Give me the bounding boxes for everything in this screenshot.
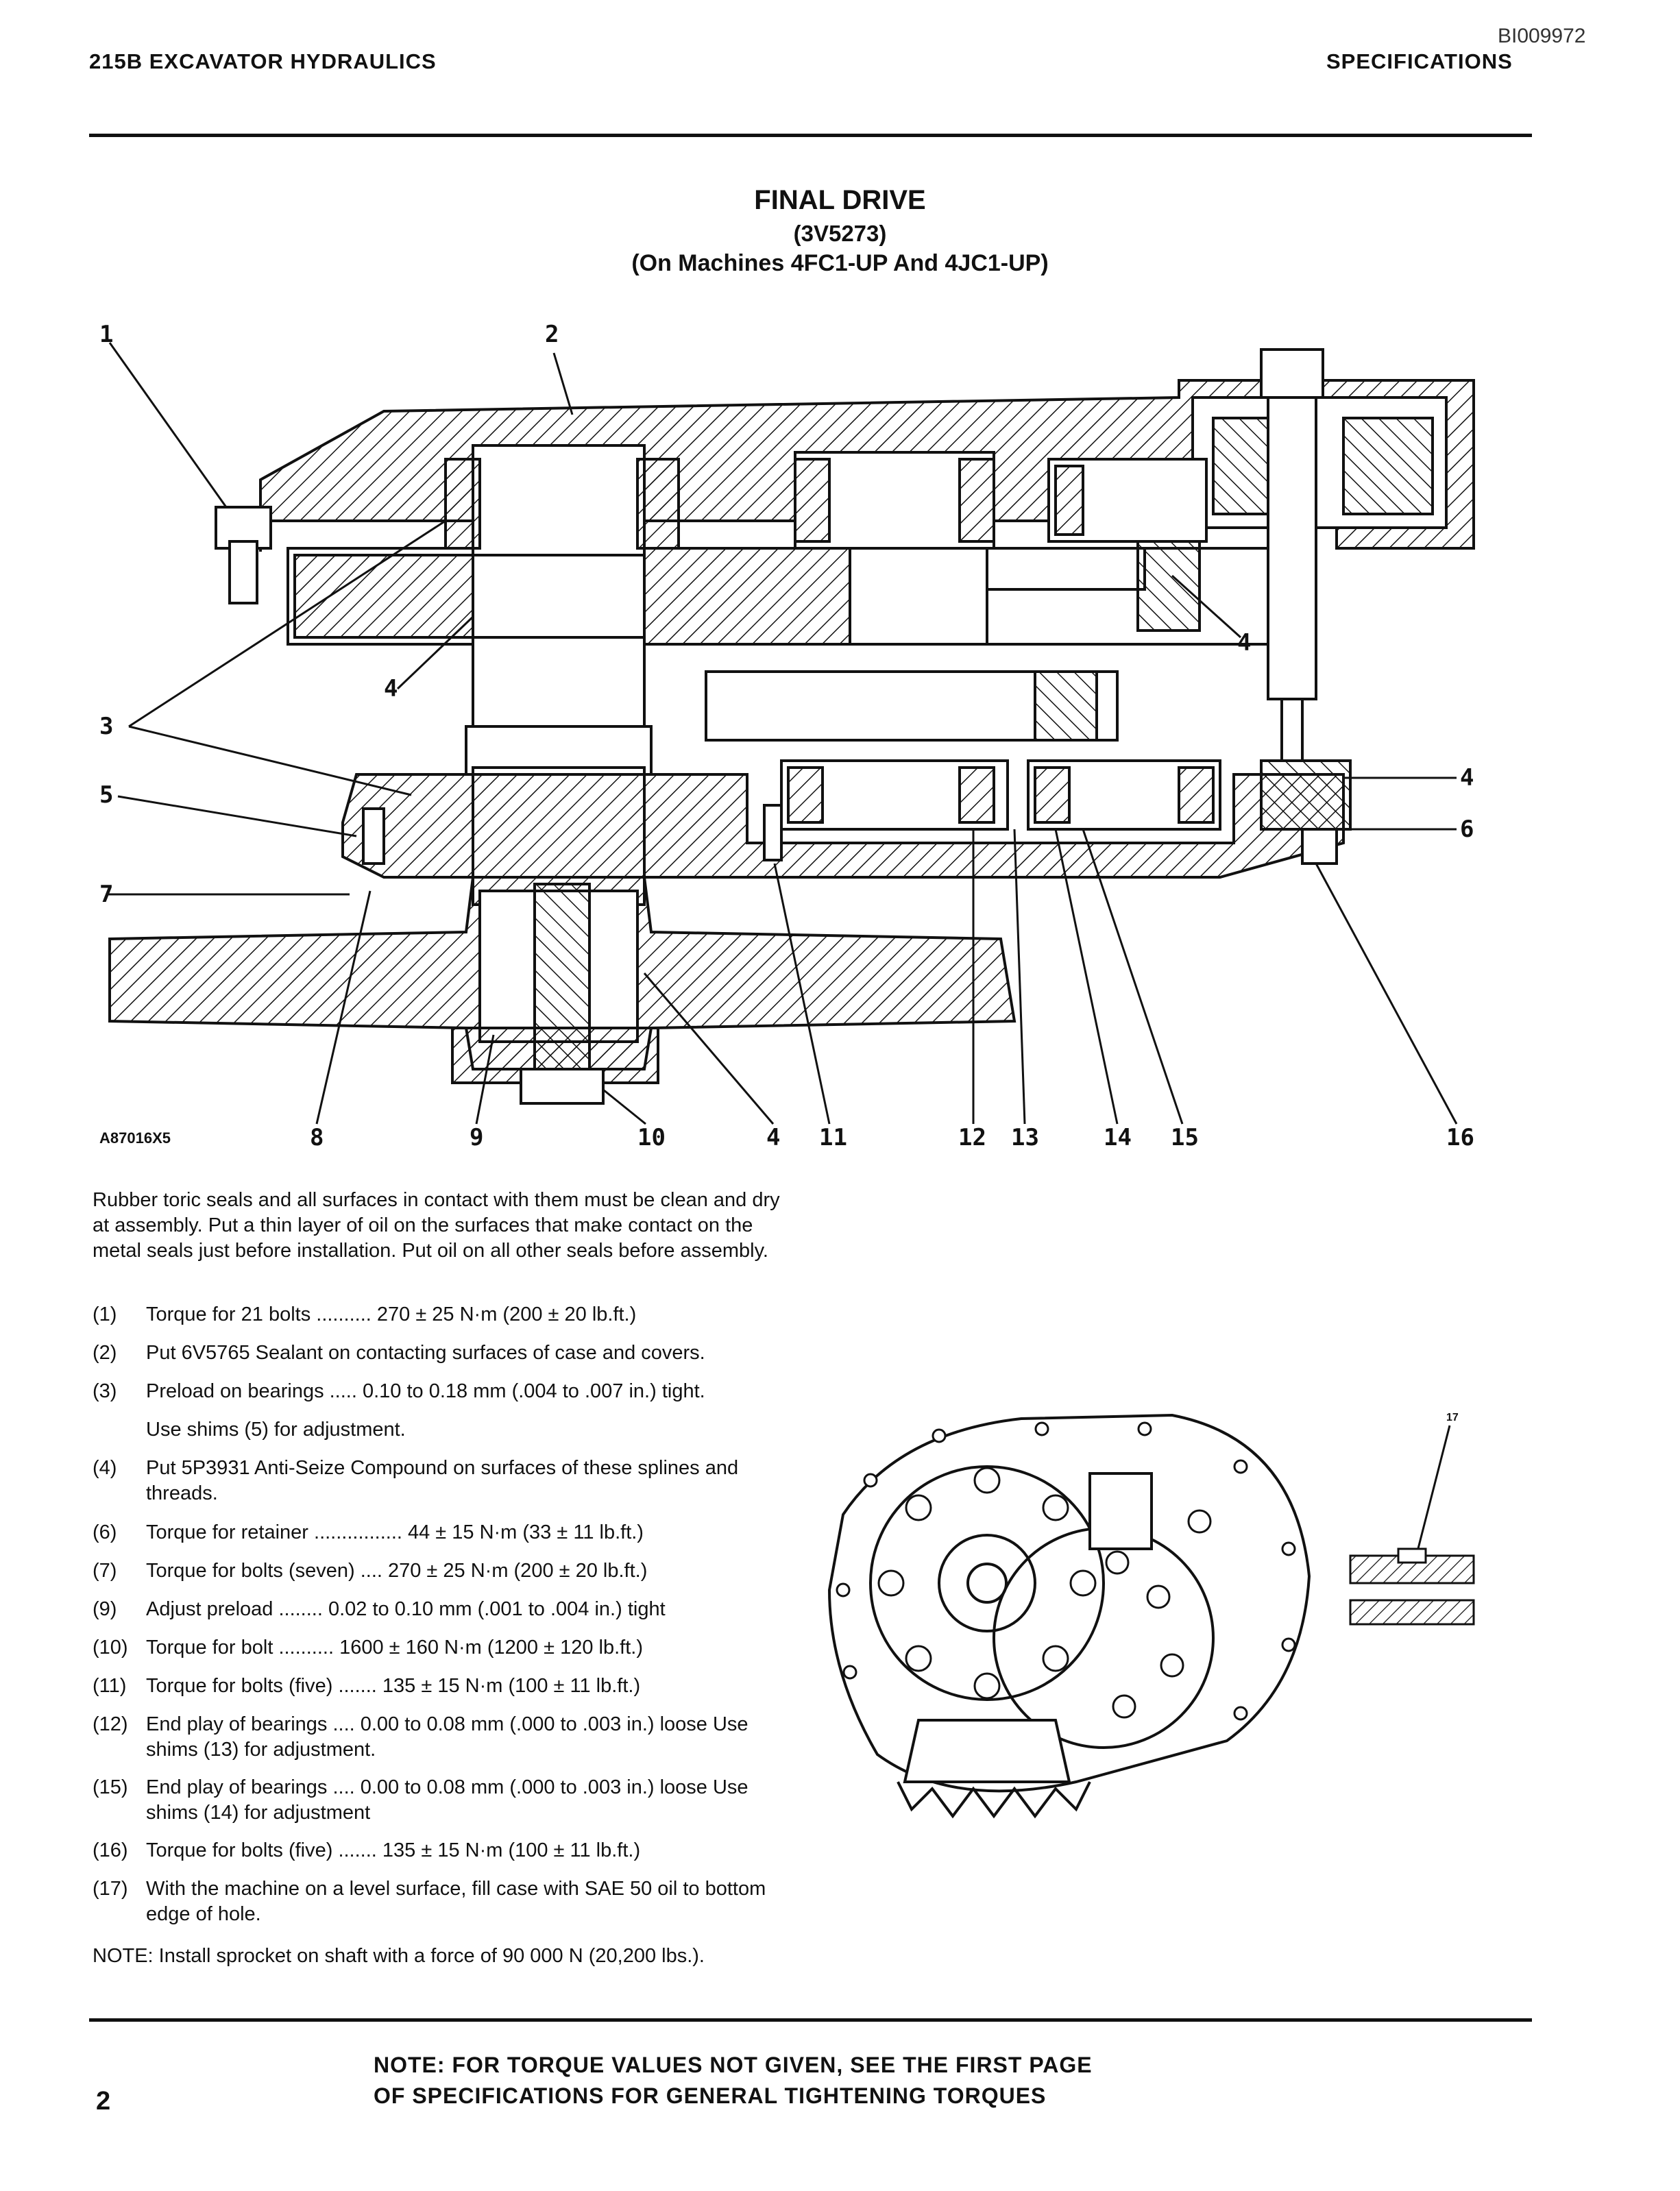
callout-14: 14 (1104, 1124, 1132, 1151)
callout-9: 9 (470, 1124, 484, 1151)
callout-5: 5 (99, 781, 114, 809)
header-rule (89, 134, 1532, 137)
callout-4-bottom: 4 (766, 1124, 781, 1151)
callout-1: 1 (99, 321, 114, 348)
final-drive-end-view-drawing (827, 1413, 1311, 1819)
callout-12: 12 (958, 1124, 986, 1151)
figure-id: A87016X5 (99, 1129, 171, 1147)
machine-range: (On Machines 4FC1-UP And 4JC1-UP) (631, 250, 1049, 276)
callout-4-shaft: 4 (384, 675, 398, 702)
header-left-title: 215B EXCAVATOR HYDRAULICS (89, 49, 437, 73)
header-right-title: SPECIFICATIONS (1326, 49, 1513, 73)
callout-13: 13 (1011, 1124, 1039, 1151)
callout-10: 10 (637, 1124, 666, 1151)
callout-11: 11 (819, 1124, 847, 1151)
footer-note-line-2: OF SPECIFICATIONS FOR GENERAL TIGHTENING… (374, 2083, 1047, 2108)
callout-15: 15 (1171, 1124, 1199, 1151)
callout-17: 17 (1446, 1412, 1459, 1423)
callout-6: 6 (1460, 816, 1474, 843)
part-number: (3V5273) (793, 221, 887, 246)
fill-plug-detail-drawing (1349, 1425, 1475, 1626)
footer-note-line-1: NOTE: FOR TORQUE VALUES NOT GIVEN, SEE T… (374, 2053, 1093, 2077)
callout-4-upper-right: 4 (1237, 629, 1252, 657)
page-title: FINAL DRIVE (754, 185, 926, 215)
callout-2: 2 (545, 321, 559, 348)
callout-16: 16 (1446, 1124, 1474, 1151)
callout-7: 7 (99, 881, 114, 908)
callout-3: 3 (99, 713, 114, 740)
document-id: BI009972 (1498, 25, 1586, 47)
callout-4-right: 4 (1460, 764, 1474, 792)
footer-rule (89, 2018, 1532, 2022)
callout-8: 8 (310, 1124, 324, 1151)
page-number: 2 (96, 2087, 111, 2116)
install-note: NOTE: Install sprocket on shaft with a f… (93, 1945, 705, 1967)
final-drive-section-drawing (108, 342, 1475, 1125)
assembly-instructions: Rubber toric seals and all surfaces in c… (93, 1189, 780, 1262)
